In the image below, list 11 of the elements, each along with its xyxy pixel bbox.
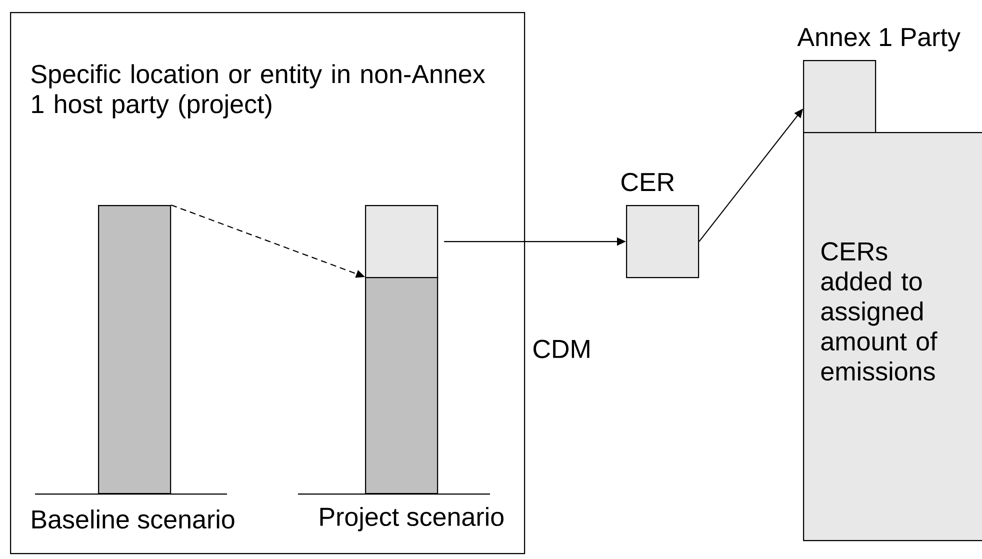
bar-segment [365,277,438,494]
node-label: Annex 1 Party [797,28,960,52]
party-box: Annex 1 Party [797,28,960,134]
party-box: CERs added to assigned amount of emissions [803,132,982,542]
node-label: CER [622,172,674,192]
bar [98,204,172,494]
bar-segment [365,204,438,278]
scenario-caption: Project scenario [320,506,504,532]
region-label: CDM [534,340,590,358]
cer-box: CER [622,172,700,278]
scenario-caption: Baseline scenario [32,510,234,529]
